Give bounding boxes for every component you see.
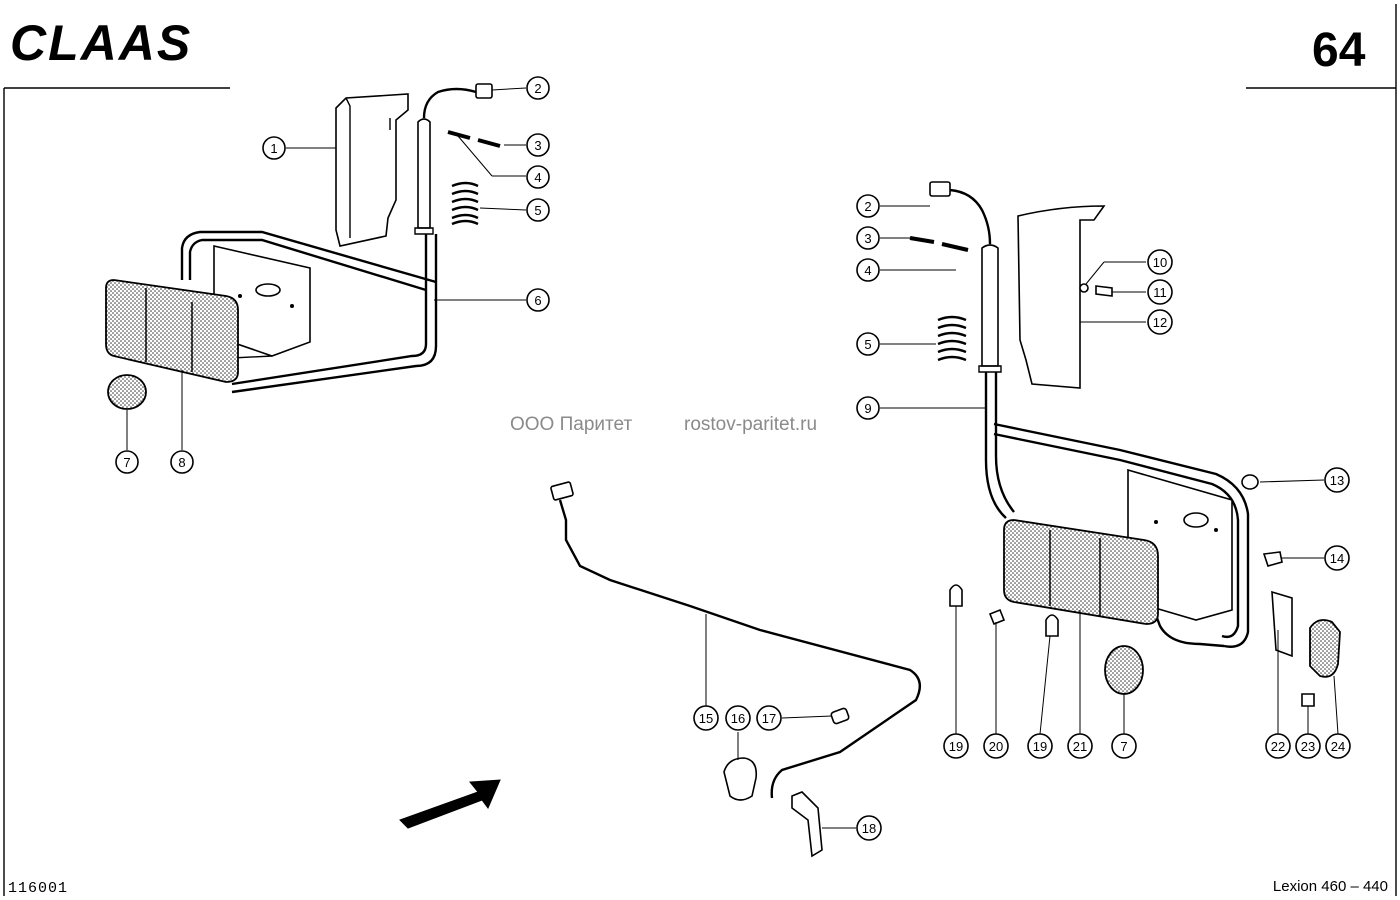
svg-text:2: 2 <box>534 81 541 96</box>
svg-text:10: 10 <box>1153 255 1167 270</box>
callout-left-6: 6 <box>526 288 550 312</box>
callout-left-1: 1 <box>262 136 286 160</box>
callout-right-9: 9 <box>856 396 880 420</box>
callout-bottom-19a: 19 <box>943 733 969 759</box>
callout-bottom-23: 23 <box>1295 733 1321 759</box>
svg-text:8: 8 <box>178 455 185 470</box>
svg-text:6: 6 <box>534 293 541 308</box>
svg-text:13: 13 <box>1330 473 1344 488</box>
callout-left-8: 8 <box>170 450 194 474</box>
callout-right-13: 13 <box>1324 467 1350 493</box>
callout-left-3: 3 <box>526 133 550 157</box>
svg-text:23: 23 <box>1301 739 1315 754</box>
svg-text:11: 11 <box>1153 285 1167 300</box>
svg-text:17: 17 <box>762 711 776 726</box>
callout-right-14: 14 <box>1324 545 1350 571</box>
callout-left-2: 2 <box>526 76 550 100</box>
svg-text:16: 16 <box>731 711 745 726</box>
svg-text:12: 12 <box>1153 315 1167 330</box>
leader-lines <box>126 87 1339 829</box>
callout-right-3: 3 <box>856 226 880 250</box>
svg-text:20: 20 <box>989 739 1003 754</box>
svg-text:22: 22 <box>1271 739 1285 754</box>
callout-bottom-21: 21 <box>1067 733 1093 759</box>
model-label: Lexion 460 – 440 <box>1273 878 1388 895</box>
page-number: 64 <box>1312 24 1366 77</box>
svg-text:19: 19 <box>949 739 963 754</box>
callout-bottom-15: 15 <box>693 705 719 731</box>
callout-bottom-16: 16 <box>725 705 751 731</box>
svg-text:5: 5 <box>864 337 871 352</box>
right-lamp-assembly <box>909 181 1341 707</box>
callout-right-5: 5 <box>856 332 880 356</box>
callouts: 1 2 3 4 5 6 7 8 2 3 4 5 9 10 11 12 13 14… <box>115 76 1351 841</box>
callout-bottom-18: 18 <box>856 815 882 841</box>
svg-text:7: 7 <box>123 455 130 470</box>
svg-text:24: 24 <box>1331 739 1345 754</box>
callout-right-11: 11 <box>1147 279 1173 305</box>
svg-text:3: 3 <box>864 231 871 246</box>
svg-text:5: 5 <box>534 203 541 218</box>
left-lamp-assembly <box>105 83 501 410</box>
brand-logo: CLAAS <box>10 15 192 71</box>
callout-right-2: 2 <box>856 194 880 218</box>
svg-text:18: 18 <box>862 821 876 836</box>
callout-bottom-7: 7 <box>1111 733 1137 759</box>
callout-right-4: 4 <box>856 258 880 282</box>
watermark-company: ООО Паритет <box>510 414 632 435</box>
svg-text:15: 15 <box>699 711 713 726</box>
wire-harness-assembly <box>399 481 922 858</box>
svg-text:21: 21 <box>1073 739 1087 754</box>
svg-text:1: 1 <box>270 141 277 156</box>
svg-text:7: 7 <box>1120 739 1127 754</box>
svg-text:19: 19 <box>1033 739 1047 754</box>
callout-bottom-22: 22 <box>1265 733 1291 759</box>
svg-text:14: 14 <box>1330 551 1344 566</box>
callout-bottom-20: 20 <box>983 733 1009 759</box>
svg-text:9: 9 <box>864 401 871 416</box>
callout-left-4: 4 <box>526 165 550 189</box>
callout-bottom-17: 17 <box>756 705 782 731</box>
drawing-code: 116001 <box>8 880 68 897</box>
direction-arrow-icon <box>399 779 501 829</box>
svg-text:2: 2 <box>864 199 871 214</box>
callout-right-12: 12 <box>1147 309 1173 335</box>
callout-left-7: 7 <box>115 450 139 474</box>
callout-right-10: 10 <box>1147 249 1173 275</box>
svg-text:4: 4 <box>864 263 871 278</box>
callout-bottom-24: 24 <box>1325 733 1351 759</box>
svg-text:3: 3 <box>534 138 541 153</box>
svg-text:4: 4 <box>534 170 541 185</box>
watermark-site: rostov-paritet.ru <box>684 414 817 435</box>
callout-bottom-19b: 19 <box>1027 733 1053 759</box>
callout-left-5: 5 <box>526 198 550 222</box>
